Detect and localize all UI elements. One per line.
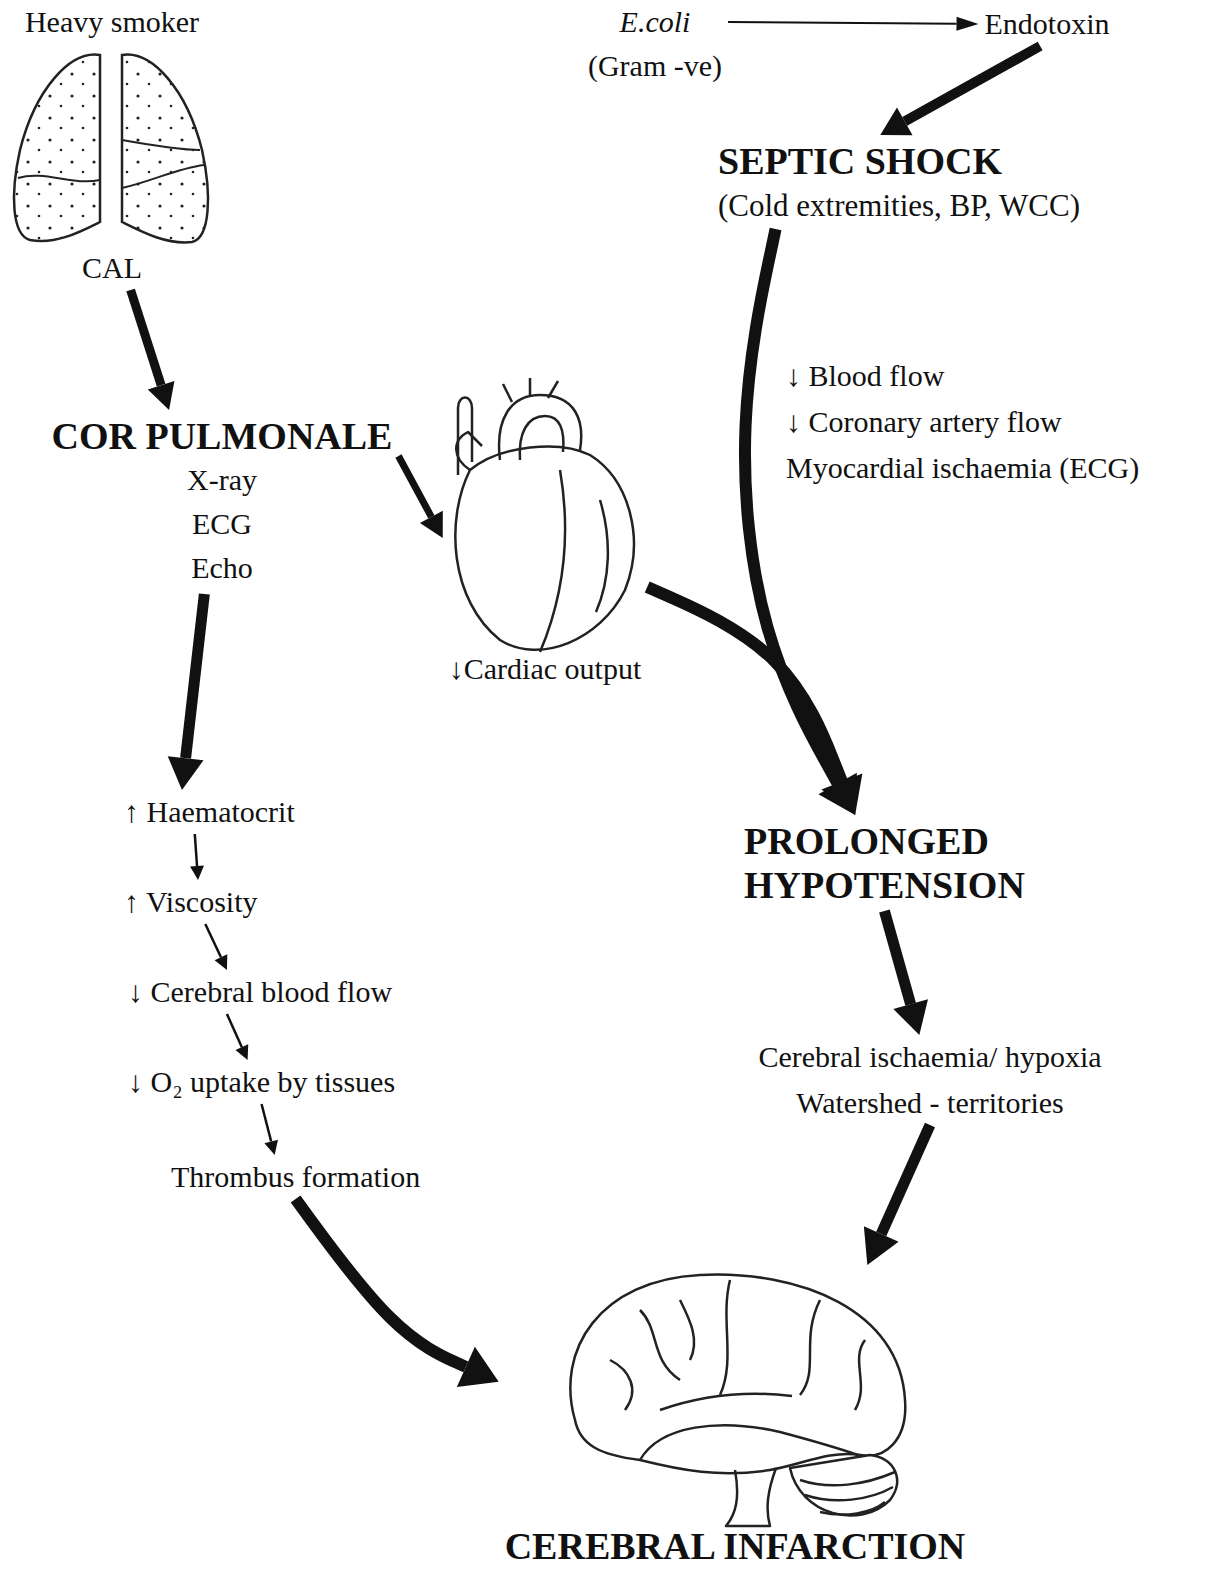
node-subtext: (Cold extremities, BP, WCC): [718, 187, 1080, 225]
node-text: ↑ Viscosity: [124, 884, 258, 920]
node-text: ↓Cardiac output: [449, 651, 641, 687]
organism-node: E.coli (Gram -ve): [582, 0, 728, 88]
arrow-head: [457, 1347, 499, 1387]
side-note: ↓ Coronary artery flow: [784, 404, 1064, 440]
arrow-shaft: [296, 1199, 466, 1367]
chain-step: Thrombus formation: [165, 1155, 426, 1199]
node-text: E.coli: [588, 4, 722, 40]
flow-arrow: [864, 1125, 930, 1265]
node-subtext: Echo: [52, 546, 393, 590]
arrow-shaft: [728, 22, 956, 24]
arrow-head: [880, 107, 912, 135]
flow-arrow: [205, 924, 227, 970]
flow-arrow: [647, 587, 862, 815]
lungs-drawing: [14, 55, 208, 243]
arrow-head: [893, 999, 928, 1035]
arrow-head: [235, 1044, 248, 1060]
chain-step: ↑ Haematocrit: [118, 790, 301, 834]
arrow-shaft: [398, 456, 431, 517]
node-text: Heavy smoker: [25, 4, 199, 40]
condition-heading: SEPTIC SHOCK (Cold extremities, BP, WCC): [712, 135, 1086, 229]
arrow-shaft: [227, 1014, 242, 1047]
heart-node: ↓Cardiac output: [443, 385, 647, 691]
flow-arrow: [880, 46, 1040, 135]
flow-arrow: [168, 594, 205, 790]
side-note: ↓ Blood flow: [784, 358, 946, 394]
node-subtext: Watershed - territories: [758, 1085, 1101, 1121]
arrow-shaft: [195, 834, 197, 866]
arrow-head: [864, 1226, 899, 1265]
arrow-head: [148, 381, 175, 410]
node-subtext: CAL: [25, 250, 199, 286]
chain-step: ↑ Viscosity: [118, 880, 264, 924]
flow-arrow: [262, 1104, 278, 1155]
condition-heading: COR PULMONALEX-rayECGEcho: [46, 410, 399, 594]
node-text: SEPTIC SHOCK: [718, 139, 1080, 183]
arrow-head: [956, 17, 978, 31]
arrow-head: [168, 756, 204, 790]
arrow-shaft: [262, 1104, 272, 1141]
flow-arrow: [296, 1199, 499, 1387]
toxin-node: Endotoxin: [979, 2, 1116, 46]
arrow-shaft: [647, 587, 842, 782]
flow-arrow: [131, 290, 175, 410]
brain-node: CEREBRAL INFARCTION: [499, 1265, 972, 1572]
lungs-node: Heavy smokerCAL: [19, 0, 205, 290]
arrow-shaft: [884, 911, 910, 1004]
node-text: COR PULMONALE: [52, 414, 393, 458]
node-text: CEREBRAL INFARCTION: [505, 1524, 966, 1568]
flow-arrow: [884, 911, 928, 1035]
flow-arrow: [398, 456, 442, 538]
node-subtext: X-ray: [52, 458, 393, 502]
node-text: ↓ O₂ uptake by tissues: [128, 1064, 395, 1100]
node-text: Thrombus formation: [171, 1159, 420, 1195]
flow-arrow: [227, 1014, 248, 1060]
node-text: Cerebral ischaemia/ hypoxia: [758, 1039, 1101, 1075]
node-text: Endotoxin: [985, 6, 1110, 42]
node-text: ↑ Haematocrit: [124, 794, 295, 830]
node-subtext: ECG: [52, 502, 393, 546]
arrow-shaft: [905, 46, 1040, 121]
flow-arrow: [190, 834, 204, 880]
effect-node: Cerebral ischaemia/ hypoxiaWatershed - t…: [752, 1035, 1107, 1125]
node-text: PROLONGED HYPOTENSION: [744, 819, 1025, 907]
lung-fissures: [18, 140, 204, 188]
condition-heading: PROLONGED HYPOTENSION: [738, 815, 1031, 911]
chain-step: ↓ Cerebral blood flow: [122, 970, 398, 1014]
arrow-head: [264, 1140, 278, 1155]
arrow-head: [215, 954, 228, 970]
heart-drawing: [455, 378, 634, 652]
node-text: ↓ Cerebral blood flow: [128, 974, 392, 1010]
arrow-shaft: [186, 594, 205, 758]
arrow-shaft: [745, 229, 838, 784]
arrow-head: [190, 866, 204, 880]
arrow-shaft: [131, 290, 162, 385]
arrow-shaft: [881, 1125, 930, 1234]
brain-drawing: [570, 1275, 905, 1526]
arrow-shaft: [205, 924, 221, 957]
chain-step: ↓ O₂ uptake by tissues: [122, 1060, 401, 1104]
node-subtext: (Gram -ve): [588, 48, 722, 84]
arrow-head: [420, 511, 443, 538]
flow-arrow: [745, 229, 857, 815]
arrow-head: [821, 773, 862, 815]
side-note: Myocardial ischaemia (ECG): [784, 450, 1141, 486]
flow-arrow: [728, 17, 978, 31]
